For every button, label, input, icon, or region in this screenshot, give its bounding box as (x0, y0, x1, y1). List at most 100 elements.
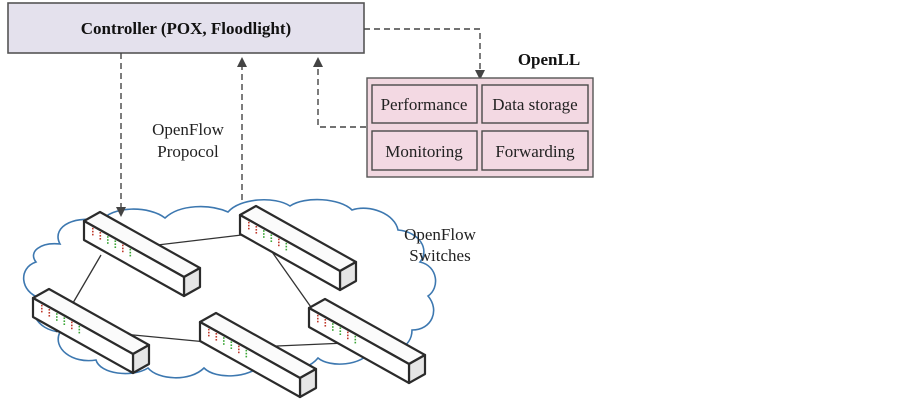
port-led (71, 324, 73, 327)
switch-front-face (82, 219, 186, 298)
port-led (41, 310, 43, 313)
port-led (48, 309, 51, 311)
port-led (41, 307, 43, 310)
port-led (255, 232, 258, 234)
port-led (245, 349, 248, 352)
port-led (122, 244, 124, 247)
port-led (354, 338, 357, 341)
port-led (230, 341, 233, 343)
port-led (56, 319, 58, 321)
openll-title: OpenLL (518, 50, 580, 69)
port-led (78, 325, 81, 328)
module-label: Forwarding (495, 142, 575, 161)
module-label: Performance (381, 95, 468, 114)
port-led (78, 328, 81, 331)
switch-front-face (307, 306, 411, 385)
port-led (339, 330, 342, 332)
port-led (230, 347, 233, 349)
port-led (99, 232, 102, 234)
port-led (248, 227, 250, 230)
port-led (107, 236, 109, 238)
port-led (285, 242, 288, 245)
port-led (263, 236, 265, 238)
arrow-openll-to-controller (313, 57, 366, 128)
port-led (270, 234, 273, 236)
switch-5[interactable] (307, 297, 427, 385)
port-led (332, 326, 334, 328)
switch-2[interactable] (238, 204, 358, 292)
port-led (278, 244, 280, 247)
switch-front-face (31, 296, 135, 375)
port-led (208, 334, 210, 337)
openflow-switches (31, 204, 427, 399)
port-led (56, 313, 58, 315)
port-led (114, 243, 117, 245)
openll-module-forwarding[interactable]: Forwarding (481, 130, 589, 171)
port-led (63, 320, 66, 322)
port-led (248, 224, 250, 227)
port-led (129, 254, 132, 257)
port-led (48, 315, 51, 317)
switch-4[interactable] (198, 311, 318, 399)
port-led (208, 328, 210, 331)
openflow-switches-label-line2: Switches (409, 246, 470, 265)
port-led (317, 314, 319, 317)
module-label: Data storage (492, 95, 577, 114)
openll-module-performance[interactable]: Performance (371, 84, 478, 124)
port-led (215, 336, 218, 338)
port-led (332, 329, 334, 331)
port-led (238, 345, 240, 348)
port-led (332, 323, 334, 325)
openll-module-monitoring[interactable]: Monitoring (371, 130, 478, 171)
openll-module-data-storage[interactable]: Data storage (481, 84, 589, 124)
port-led (114, 240, 117, 242)
port-led (107, 242, 109, 244)
port-led (92, 227, 94, 230)
port-led (56, 316, 58, 318)
port-led (285, 248, 288, 251)
port-led (107, 239, 109, 241)
port-led (347, 337, 349, 340)
port-led (223, 337, 225, 339)
port-led (99, 235, 102, 237)
port-led (347, 334, 349, 337)
port-led (238, 348, 240, 351)
port-led (278, 241, 280, 244)
openflow-protocol-label-line2: Propocol (157, 142, 219, 161)
controller-box[interactable]: Controller (POX, Floodlight) (7, 2, 365, 54)
port-led (215, 339, 218, 341)
port-led (354, 335, 357, 338)
port-led (215, 333, 218, 335)
port-led (285, 245, 288, 248)
port-led (317, 317, 319, 320)
port-led (129, 248, 132, 251)
port-led (238, 351, 240, 354)
port-led (324, 325, 327, 327)
port-led (317, 320, 319, 323)
port-led (255, 226, 258, 228)
port-led (248, 221, 250, 224)
port-led (324, 319, 327, 321)
switch-front-face (198, 320, 302, 399)
port-led (92, 230, 94, 233)
port-led (48, 312, 51, 314)
port-led (63, 317, 66, 319)
arrow-controller-to-openll (364, 28, 485, 80)
switch-1[interactable] (82, 210, 202, 298)
port-led (63, 323, 66, 325)
port-led (324, 322, 327, 324)
openll-box: Performance Data storage Monitoring Forw… (366, 77, 594, 178)
port-led (339, 327, 342, 329)
port-led (99, 238, 102, 240)
port-led (78, 331, 81, 334)
openflow-switches-label-line1: OpenFlow (404, 225, 477, 244)
port-led (122, 250, 124, 253)
port-led (263, 233, 265, 235)
port-led (347, 331, 349, 334)
port-led (263, 230, 265, 232)
port-led (208, 331, 210, 334)
port-led (41, 304, 43, 307)
switch-3[interactable] (31, 287, 151, 375)
port-led (245, 352, 248, 355)
